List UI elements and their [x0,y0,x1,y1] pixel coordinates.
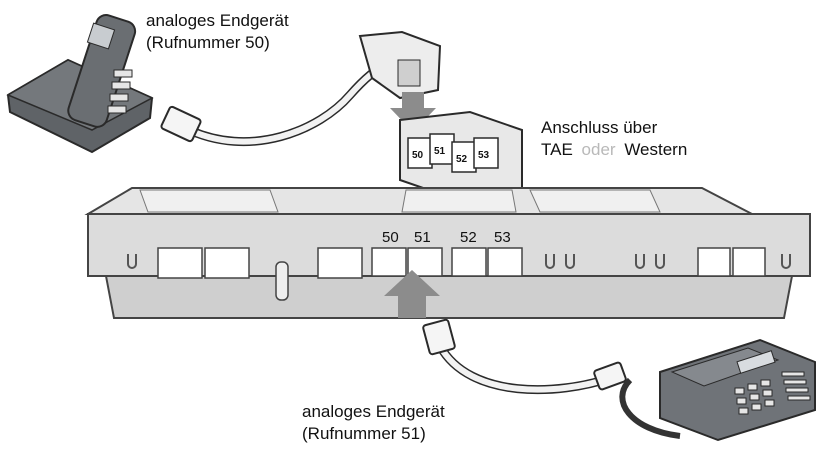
label-connection: Anschluss über TAE oder Western [541,117,691,161]
label-bottom-device: analoges Endgerät (Rufnummer 51) [302,401,445,445]
telephone-system-body [84,187,811,319]
arrow-bottom [384,270,440,318]
adapter-port-label: 51 [434,146,446,157]
port-label-51: 51 [414,229,431,246]
cordless-phone-icon [6,14,154,154]
rj-plug-bottom-icon [422,318,627,391]
adapter-block: 50 51 52 53 [399,110,523,200]
label-top-line2: (Rufnummer 50) [146,33,270,52]
label-bottom-line1: analoges Endgerät [302,402,445,421]
port-label-52: 52 [460,229,477,246]
label-top-line1: analoges Endgerät [146,11,289,30]
port-label-53: 53 [494,229,511,246]
port-label-50: 50 [382,229,399,246]
adapter-port-label: 53 [478,150,490,161]
desk-phone-icon [619,338,816,442]
label-conn-line2: TAE oder Western [541,139,691,161]
label-oder: oder [581,140,616,159]
cable-top [183,56,395,147]
rj-plug-top-icon [160,105,202,143]
arrow-top [390,92,436,132]
adapter-port-label: 50 [412,150,424,161]
label-western: Western [624,140,688,159]
adapter-port-label: 52 [456,154,468,165]
label-tae: TAE [541,140,573,159]
label-bottom-line2: (Rufnummer 51) [302,424,426,443]
label-conn-line1: Anschluss über [541,118,658,137]
label-top-device: analoges Endgerät (Rufnummer 50) [146,10,289,54]
tae-plug-icon [358,30,442,100]
